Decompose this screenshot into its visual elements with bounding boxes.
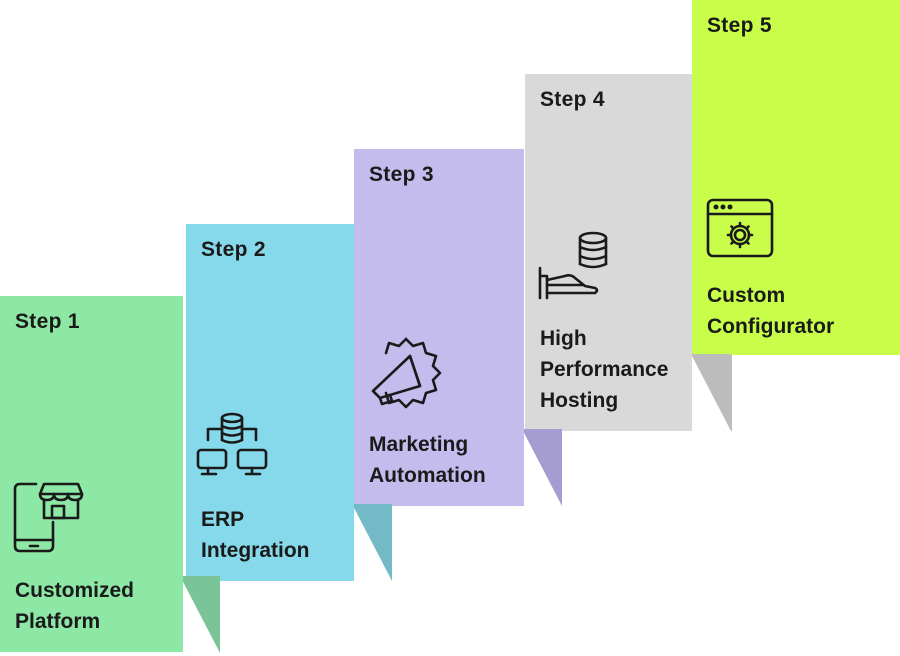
step-2-fold bbox=[352, 504, 392, 581]
step-5-panel bbox=[692, 0, 900, 355]
step-4-title: High Performance Hosting bbox=[540, 327, 669, 412]
browser-gear-icon bbox=[706, 198, 776, 260]
step-5-label: Step 5 bbox=[707, 14, 772, 37]
step-4-fold bbox=[691, 354, 731, 431]
step-3-card: Step 3 Marketing Automation bbox=[354, 149, 564, 509]
erp-network-icon bbox=[196, 410, 268, 480]
step-2-card: Step 2 ERP Integration bbox=[186, 224, 394, 584]
step-2-panel bbox=[186, 224, 354, 581]
step-1-title: Customized Platform bbox=[15, 579, 135, 633]
step-4-card: Step 4 High Performance Hosting bbox=[525, 74, 733, 434]
megaphone-badge-icon bbox=[366, 336, 444, 410]
step-3-fold bbox=[522, 429, 562, 506]
hand-database-icon bbox=[537, 230, 613, 302]
step-5-title: Custom Configurator bbox=[707, 284, 835, 338]
mobile-store-icon bbox=[12, 480, 88, 554]
step-1-panel bbox=[0, 296, 183, 652]
step-1-label: Step 1 bbox=[15, 310, 80, 333]
step-3-title: Marketing Automation bbox=[369, 433, 486, 487]
step-5-card: Step 5 Custom Configurator bbox=[692, 0, 900, 432]
step-4-panel bbox=[525, 74, 692, 431]
step-4-label: Step 4 bbox=[540, 88, 605, 111]
step-3-label: Step 3 bbox=[369, 163, 434, 186]
step-2-title: ERP Integration bbox=[201, 508, 310, 562]
step-1-card: Step 1 Customized Platform bbox=[0, 296, 222, 653]
step-1-fold bbox=[180, 576, 220, 653]
step-3-panel bbox=[354, 149, 524, 506]
step-2-label: Step 2 bbox=[201, 238, 266, 261]
